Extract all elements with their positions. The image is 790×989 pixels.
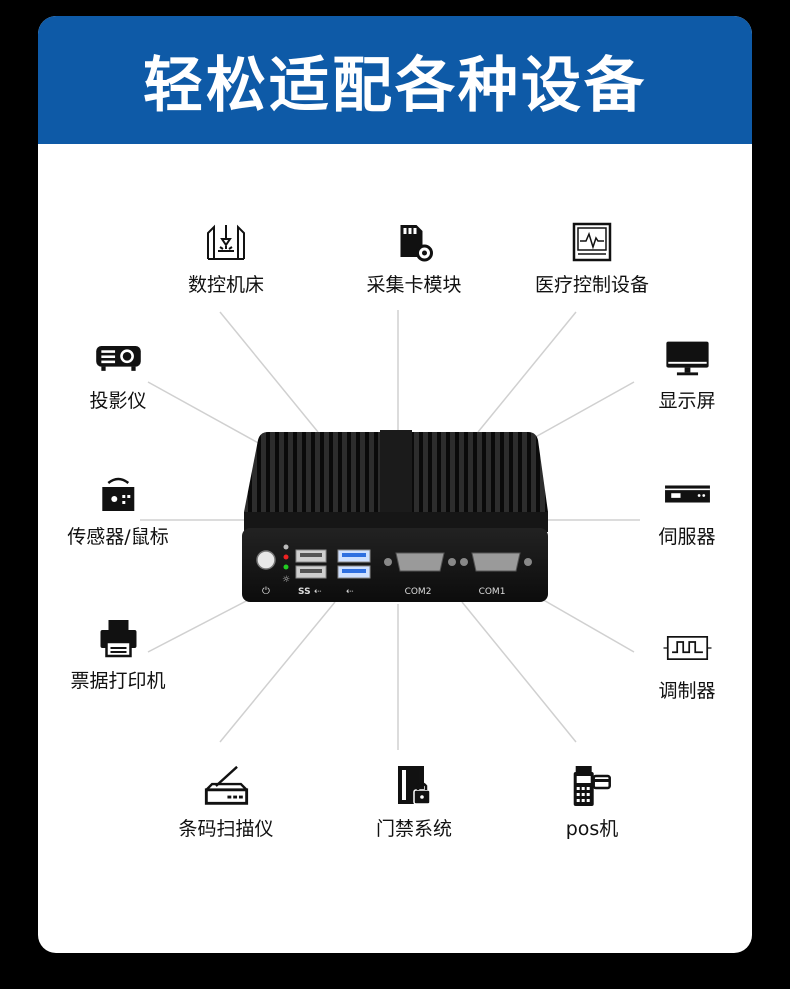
com2-label: COM2 [405,587,432,597]
heatsink-rim [244,512,548,532]
header-banner: 轻松适配各种设备 [38,16,752,144]
device-item-access: 门禁系统 [376,764,452,841]
item-label: 门禁系统 [375,818,453,840]
power-symbol-icon: ⏻ [262,586,270,597]
device-item-monitor: 显示屏 [658,336,716,413]
sd-card-gear-icon [390,220,438,264]
item-label: 数控机床 [187,274,265,296]
device-item-medical: 医疗控制设备 [535,220,649,297]
cnc-machine-icon [202,220,250,264]
page-title: 轻松适配各种设备 [143,50,647,121]
line-medical [477,311,577,433]
device-item-projector: 投影仪 [89,336,147,413]
led-indicator [283,544,289,550]
item-label: 条码扫描仪 [178,818,274,840]
pos-terminal-icon [568,764,616,808]
com2-port [395,552,445,572]
line-scanner [219,601,336,743]
device-item-capture-card: 采集卡模块 [366,220,462,297]
device-item-servo: 伺服器 [658,472,716,549]
led-indicator-green [283,564,289,570]
line-projector [147,381,263,446]
item-label: 调制器 [658,680,716,702]
com1-screw-left [460,558,468,566]
com1-port [471,552,521,572]
item-label: 医疗控制设备 [534,274,650,296]
led-indicator-red [283,554,289,560]
line-monitor [529,381,635,441]
device-item-sensor: 传感器/鼠标 [67,472,169,549]
light-icon: ☼ [282,575,290,585]
medical-monitor-icon [568,220,616,264]
line-printer [147,597,253,653]
heatsink-center-ridge [380,430,412,524]
device-item-pos: pos机 [565,764,619,841]
line-cnc [219,311,319,433]
device-item-scanner: 条码扫描仪 [178,764,274,841]
usb3-symbol-icon: ⇠ [346,587,354,597]
sensor-icon [94,472,142,516]
content-card: 轻松适配各种设备 [38,16,752,953]
line-modulator [539,597,635,653]
com1-screw-right [524,558,532,566]
item-label: 传感器/鼠标 [67,526,169,548]
item-label: 显示屏 [658,390,716,412]
server-icon [663,472,711,516]
item-label: 票据打印机 [70,670,166,692]
com1-label: COM1 [479,587,506,597]
monitor-icon [663,336,711,380]
item-label: 伺服器 [658,526,716,548]
com2-screw-right [448,558,456,566]
item-label: 投影仪 [89,390,147,412]
item-label: 采集卡模块 [366,274,462,296]
printer-icon [94,616,142,660]
power-button [256,550,276,570]
door-lock-icon [390,764,438,808]
com2-screw-left [384,558,392,566]
barcode-scanner-icon [202,764,250,808]
usb-symbol-icon: ⇠ [314,587,322,597]
modulator-icon [662,626,711,670]
device-item-modulator: 调制器 [658,626,716,703]
front-panel [242,528,548,602]
device-item-printer: 票据打印机 [70,616,166,693]
item-label: pos机 [565,818,619,840]
line-pos [461,601,577,743]
usb-ss-label: SS [298,587,311,597]
projector-icon [94,336,142,380]
device-item-cnc: 数控机床 [188,220,264,297]
